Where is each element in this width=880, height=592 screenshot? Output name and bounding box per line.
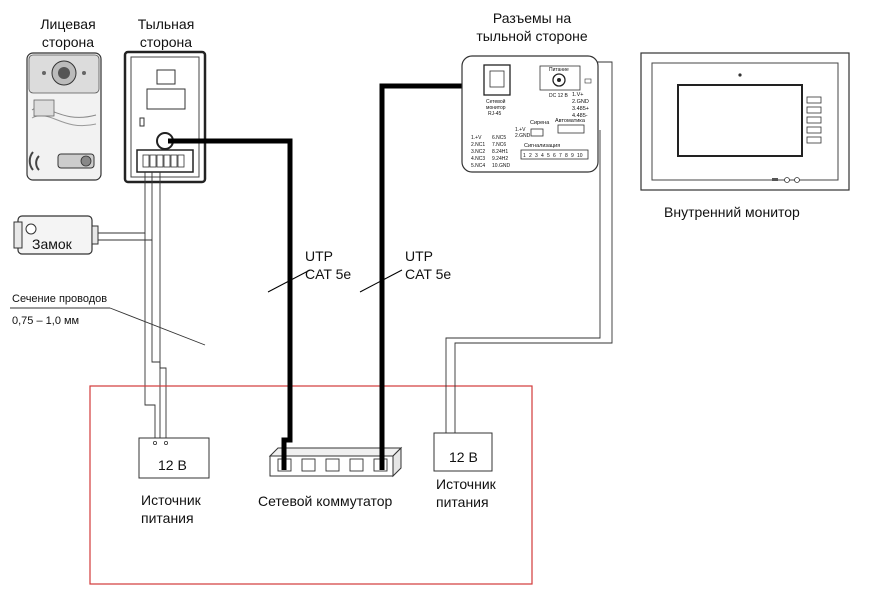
terminal-c2-5: 10.GND — [492, 163, 510, 169]
cable-left-label-2: CAT 5e — [305, 266, 351, 282]
pin-right-4: 4.485- — [572, 113, 588, 119]
psu-right-voltage: 12 В — [449, 449, 478, 465]
terminal-c1-3: 3.NC2 — [471, 149, 485, 155]
front-side-label-2: сторона — [42, 34, 94, 50]
network-switch — [268, 446, 403, 478]
alarm-pin-2: 2 — [529, 153, 532, 159]
network-switch-label: Сетевой коммутатор — [258, 493, 392, 509]
terminal-list-col1: 1.+V 2.NC1 3.NC2 4.NC3 5.NC4 — [471, 135, 485, 169]
cable-right-label-2: CAT 5e — [405, 266, 451, 282]
terminal-c1-2: 2.NC1 — [471, 142, 485, 148]
alarm-pin-8: 8 — [565, 153, 568, 159]
automation-label: Автоматика — [555, 118, 586, 124]
siren-pin-1: 1.+V — [515, 127, 526, 133]
psu-right-name-1: Источник — [436, 476, 497, 492]
indoor-monitor — [640, 52, 850, 191]
alarm-pin-5: 5 — [547, 153, 550, 159]
wire-section-leader — [109, 307, 206, 346]
rear-connectors-label-1: Разъемы на — [493, 10, 571, 26]
lock-label: Замок — [32, 236, 73, 252]
alarm-pin-7: 7 — [559, 153, 562, 159]
terminal-c1-5: 5.NC4 — [471, 163, 485, 169]
power-supply-right — [433, 432, 493, 472]
front-side-label-1: Лицевая — [40, 16, 95, 32]
psu-right-name-2: питания — [436, 494, 489, 510]
alarm-pin-numbers: 1 2 3 4 5 6 7 8 9 10 — [523, 153, 583, 159]
cable-right-label-1: UTP — [405, 248, 433, 264]
power-supply-left — [138, 437, 210, 479]
net-monitor-label-2: монитор — [486, 105, 506, 111]
pin-right-3: 3.485+ — [572, 106, 589, 112]
pin-right-2: 2.GND — [572, 99, 589, 105]
dc12-label: DC 12 В — [549, 93, 569, 99]
front-panel — [26, 52, 102, 181]
psu-left-name-2: питания — [141, 510, 194, 526]
wire-section-label: Сечение проводов — [12, 293, 107, 305]
cable-right-marker — [359, 269, 403, 293]
siren-label: Сирена — [530, 120, 550, 126]
psu-left-voltage: 12 В — [158, 457, 187, 473]
alarm-pin-6: 6 — [553, 153, 556, 159]
net-monitor-label-3: RJ-45 — [488, 111, 502, 117]
alarm-pin-4: 4 — [541, 153, 544, 159]
terminal-list-col2: 6.NC5 7.NC6 8.24H1 9.24H2 10.GND — [492, 135, 510, 169]
pin-right-1: 1.V+ — [572, 92, 583, 98]
power-label: Питание — [549, 67, 569, 73]
cable-left-marker — [267, 269, 311, 293]
terminal-c1-4: 4.NC3 — [471, 156, 485, 162]
net-monitor-label-1: Сетевой — [486, 98, 506, 105]
terminal-c2-4: 9.24H2 — [492, 156, 508, 162]
indoor-monitor-label: Внутренний монитор — [664, 204, 800, 220]
thin-wires-left — [98, 172, 167, 440]
rear-connectors-label-2: тыльной стороне — [476, 28, 588, 44]
alarm-pin-3: 3 — [535, 153, 538, 159]
lock-device — [13, 215, 99, 255]
rear-side-label-1: Тыльная — [138, 16, 195, 32]
alarm-pin-9: 9 — [571, 153, 574, 159]
wire-section-value: 0,75 – 1,0 мм — [12, 315, 79, 327]
terminal-c1-1: 1.+V — [471, 135, 482, 141]
alarm-label: Сигнализация — [524, 143, 560, 149]
terminal-c2-3: 8.24H1 — [492, 149, 508, 155]
siren-pin-2: 2.GND — [515, 133, 531, 139]
rear-panel — [123, 50, 207, 184]
power-zone-boundary — [89, 385, 533, 585]
psu-left-name-1: Источник — [141, 492, 202, 508]
rear-side-label-2: сторона — [140, 34, 192, 50]
utp-cable-left — [168, 138, 293, 470]
cable-left-label-1: UTP — [305, 248, 333, 264]
terminal-c2-1: 6.NC5 — [492, 135, 506, 141]
alarm-pin-1: 1 — [523, 153, 526, 159]
utp-cable-right — [379, 83, 498, 470]
alarm-pin-10: 10 — [577, 153, 583, 159]
terminal-c2-2: 7.NC6 — [492, 142, 506, 148]
connector-panel — [461, 55, 599, 173]
